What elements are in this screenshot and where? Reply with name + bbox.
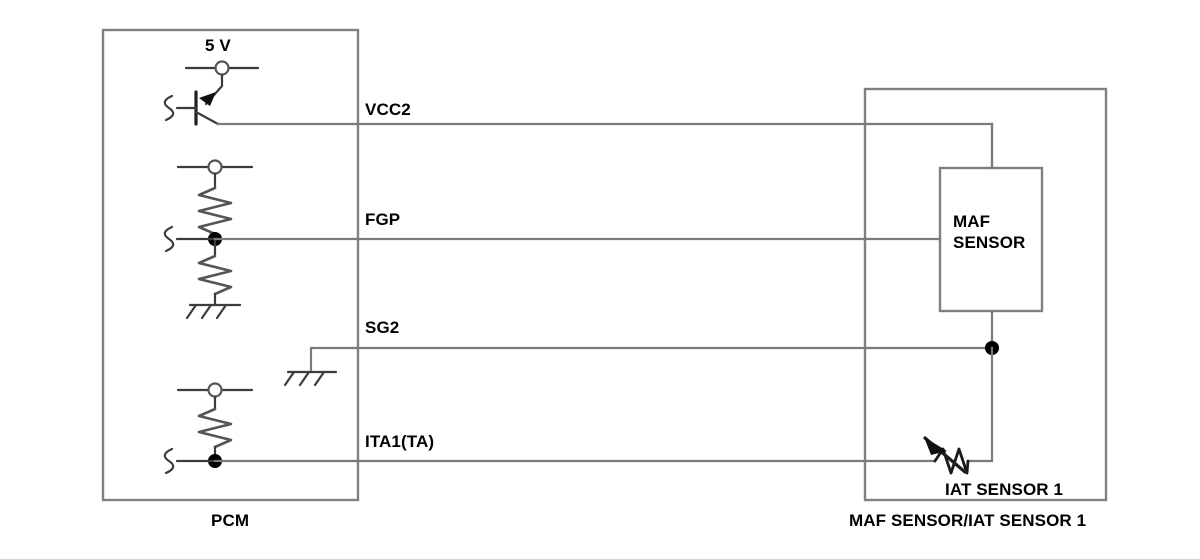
assembly-caption: MAF SENSOR/IAT SENSOR 1 [849,511,1087,530]
sg2-ground-hatch-3 [313,370,326,387]
connector-stub-ita1 [163,447,175,475]
fgp-ground-hatch-3 [215,303,228,320]
wire-vcc2 [216,122,994,170]
connector-stub-fgp [163,225,175,253]
maf-sensor-label-line1: MAF [953,212,991,231]
pcm-caption: PCM [211,511,250,530]
pin-label-ita1: ITA1(TA) [365,432,435,451]
pin-label-vcc2: VCC2 [365,100,411,119]
supply-terminal-5v [214,60,230,76]
sg2-ground-hatch-1 [283,370,296,387]
fgp-pulldown-resistor [197,254,233,296]
fgp-ground-hatch-2 [200,303,213,320]
pin-label-sg2: SG2 [365,318,400,337]
maf-sensor-label-line2: SENSOR [953,233,1026,252]
pin-label-fgp: FGP [365,210,401,229]
fgp-ground-hatch-1 [185,303,198,320]
wire-sg2 [309,346,994,374]
iat-return-lead [966,346,994,463]
maf-iat-assembly-box [863,87,1108,502]
ita1-pullup-resistor [197,407,233,449]
fgp-pullup-resistor [197,186,233,236]
pcm-box [101,28,360,502]
transistor-emitter-lead [194,110,220,126]
connector-stub-vcc2 [163,94,175,122]
supply-voltage-label: 5 V [205,36,231,55]
sg2-ground-hatch-2 [298,370,311,387]
iat-thermistor-arrow-icon [924,437,947,455]
fgp-supply-terminal [207,159,223,175]
iat-sensor-label: IAT SENSOR 1 [945,480,1064,499]
ita1-supply-terminal [207,382,223,398]
transistor-arrow-icon [199,92,216,106]
